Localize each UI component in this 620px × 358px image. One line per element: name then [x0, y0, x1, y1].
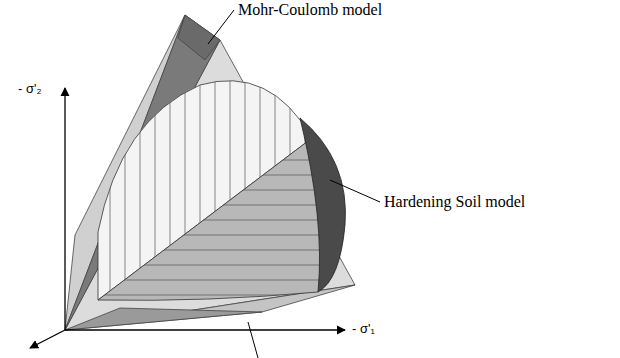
model-label: Hardening Soil model — [384, 193, 525, 211]
mohr-coulomb-surface — [65, 15, 355, 330]
hatching — [90, 160, 345, 295]
leader-lines — [208, 10, 380, 358]
hatching — [110, 60, 305, 310]
hardening-soil-surface — [90, 60, 345, 310]
axis-label: - σ'₂ — [18, 82, 42, 97]
model-label: Mohr-Coulomb model — [238, 1, 382, 19]
stress-axes — [30, 88, 345, 348]
axis-label: - σ'₁ — [352, 322, 375, 337]
